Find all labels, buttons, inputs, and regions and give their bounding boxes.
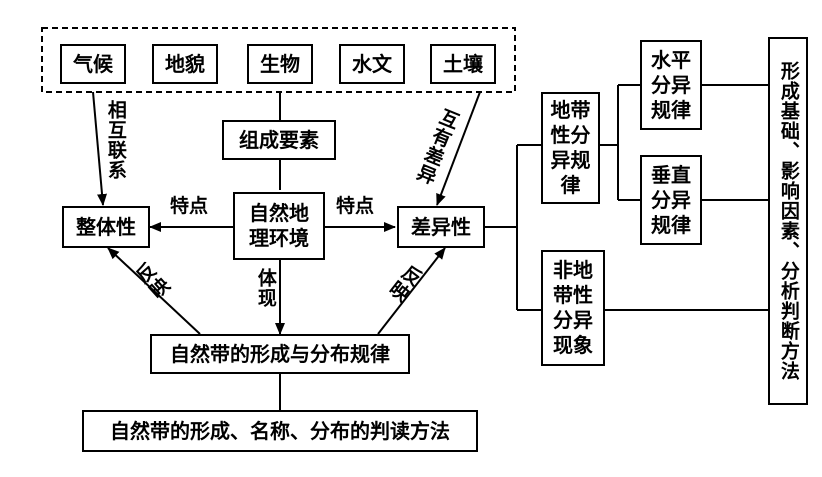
- label-embody: 体现: [254, 268, 277, 308]
- vertical-box: 垂直 分异 规律: [640, 155, 702, 245]
- azonal-box: 非地 带性 分异 现象: [541, 250, 605, 366]
- natural-zones-box: 自然带的形成与分布规律: [150, 334, 410, 374]
- element-landform: 地貌: [152, 44, 218, 84]
- label-mutual-link: 相互联系: [104, 100, 127, 180]
- center-box: 自然地 理环境: [233, 192, 325, 260]
- element-climate: 气候: [60, 44, 126, 84]
- label-trait-right: 特点: [336, 195, 375, 217]
- reading-method-box: 自然带的形成、名称、分布的判读方法: [82, 410, 478, 452]
- side-note-box: 形成基础、影响因素、分析判断方法: [768, 37, 808, 405]
- zonal-box: 地带 性分 异规 律: [541, 92, 600, 204]
- element-biology: 生物: [247, 44, 313, 84]
- label-trait-left: 特点: [170, 195, 209, 217]
- element-hydrology: 水文: [339, 44, 405, 84]
- difference-box: 差异性: [397, 206, 485, 248]
- horizontal-box: 水平 分异 规律: [640, 40, 702, 130]
- composition-box: 组成要素: [222, 120, 336, 160]
- element-soil: 土壤: [430, 44, 496, 84]
- wholeness-box: 整体性: [62, 206, 150, 248]
